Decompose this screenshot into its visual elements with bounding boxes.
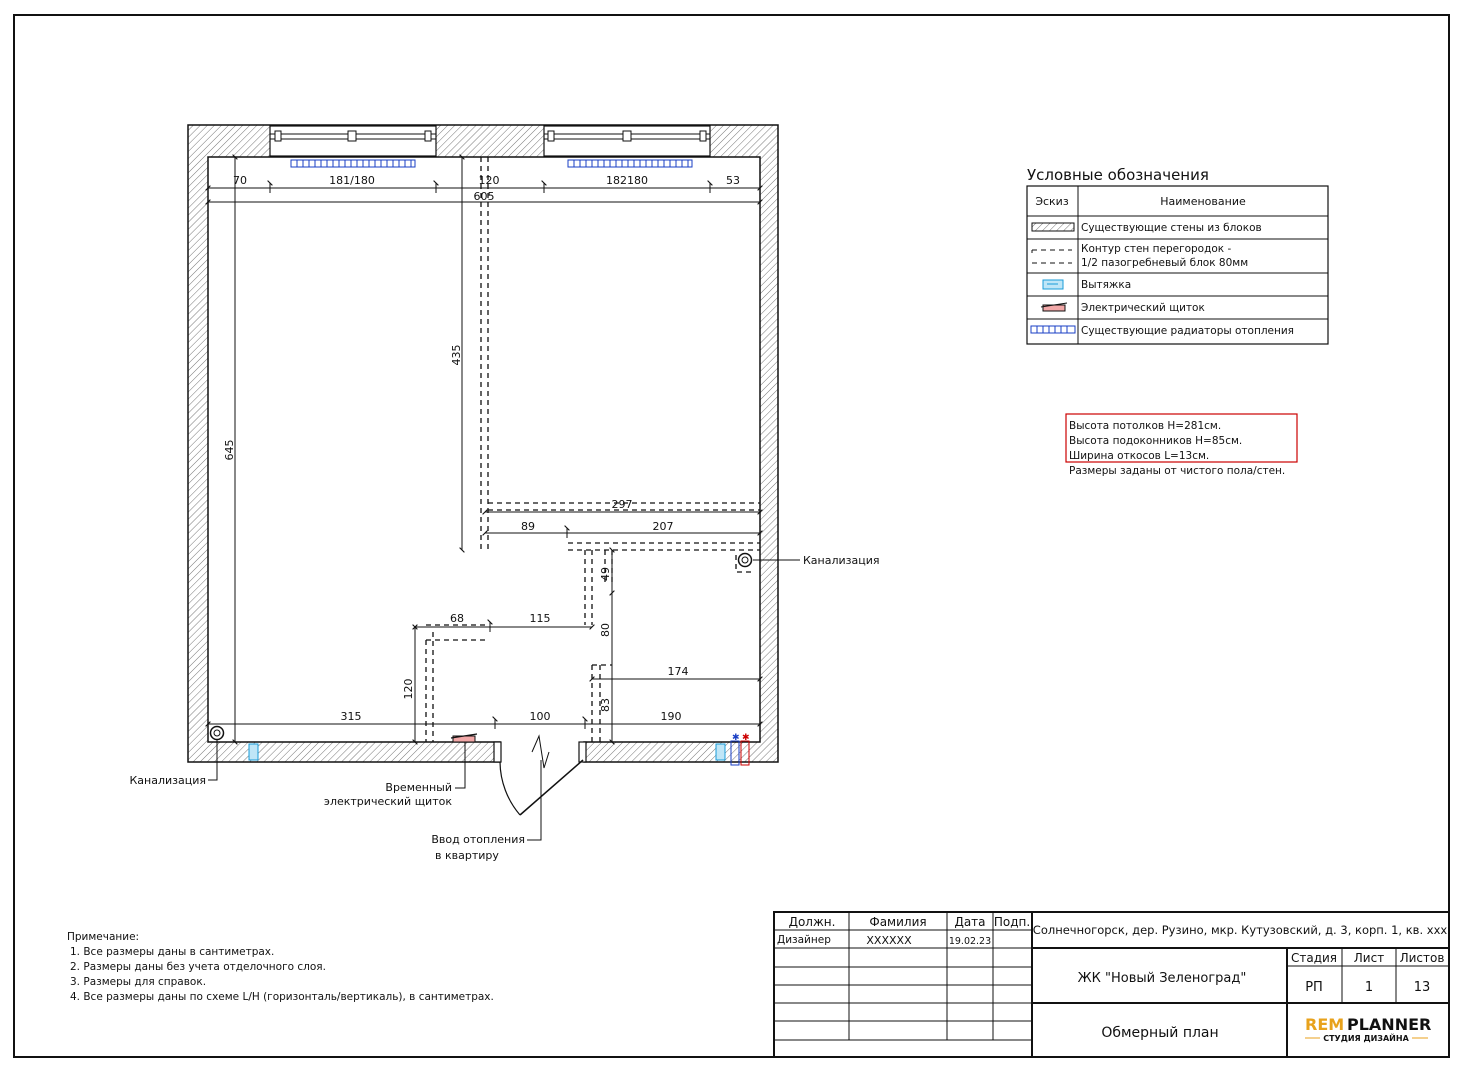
dim-120: 120 bbox=[479, 174, 500, 187]
legend: Условные обозначения Эскиз Наименование … bbox=[1026, 166, 1329, 345]
dim-89: 89 bbox=[521, 520, 535, 533]
stamp-doc-title: Обмерный план bbox=[1101, 1025, 1218, 1041]
stamp-date: 19.02.23 bbox=[949, 936, 991, 947]
dim-605: 605 bbox=[474, 190, 495, 203]
dim-435: 435 bbox=[450, 345, 463, 366]
note-sill: Высота подоконников Н=85см. bbox=[1069, 435, 1242, 447]
legend-row-radiators: Существующие радиаторы отопления bbox=[1081, 325, 1294, 337]
radiators bbox=[290, 159, 693, 168]
title-block-texts: Должн. Фамилия Дата Подп. Дизайнер XXXXX… bbox=[777, 915, 1447, 1041]
dim-80: 80 bbox=[599, 623, 612, 637]
stamp-h-position: Должн. bbox=[789, 915, 836, 929]
dimension-lines bbox=[205, 154, 763, 745]
dim-120-v: 120 bbox=[402, 679, 415, 700]
remplanner-logo: REM PLANNER СТУДИЯ ДИЗАЙНА bbox=[1305, 1015, 1431, 1043]
heights-note: Высота потолков Н=281см. Высота подоконн… bbox=[1065, 413, 1298, 477]
note-4: 4. Все размеры даны по схеме L/H (горизо… bbox=[70, 991, 494, 1003]
legend-col-sketch: Эскиз bbox=[1035, 195, 1069, 208]
note-ceiling: Высота потолков Н=281см. bbox=[1069, 420, 1221, 432]
dim-68: 68 bbox=[450, 612, 464, 625]
electrical-panel-icon bbox=[1040, 302, 1068, 312]
partitions bbox=[425, 157, 760, 742]
stamp-stage: РП bbox=[1305, 980, 1323, 995]
sewer-label-right: Канализация bbox=[803, 554, 880, 567]
logo-rem: REM bbox=[1305, 1015, 1344, 1034]
legend-title: Условные обозначения bbox=[1027, 166, 1209, 184]
dim-83: 83 bbox=[599, 698, 612, 712]
dim-190: 190 bbox=[661, 710, 682, 723]
entrance-door bbox=[493, 734, 587, 816]
hatched-wall-icon bbox=[1031, 222, 1075, 232]
dim-181-180: 181/180 bbox=[329, 174, 375, 187]
logo-sub: СТУДИЯ ДИЗАЙНА bbox=[1323, 1032, 1409, 1043]
exhaust-icon bbox=[1042, 279, 1064, 290]
sewer-label-left: Канализация bbox=[129, 774, 206, 787]
legend-row-exhaust: Вытяжка bbox=[1081, 279, 1131, 291]
dim-645: 645 bbox=[223, 440, 236, 461]
stamp-sheets: 13 bbox=[1414, 980, 1431, 995]
dim-315: 315 bbox=[341, 710, 362, 723]
legend-row-partitions-2: 1/2 пазогребневый блок 80мм bbox=[1081, 257, 1248, 269]
dim-207: 207 bbox=[653, 520, 674, 533]
panel-label-2: электрический щиток bbox=[324, 795, 452, 808]
stamp-h-date: Дата bbox=[954, 915, 985, 929]
exterior-walls bbox=[187, 124, 779, 763]
note-reveal: Ширина откосов L=13см. bbox=[1069, 450, 1209, 462]
radiator-icon bbox=[1030, 325, 1076, 334]
heating-risers: ✱ ✱ bbox=[730, 733, 750, 766]
stamp-h-surname: Фамилия bbox=[869, 915, 926, 929]
note-1: 1. Все размеры даны в сантиметрах. bbox=[70, 946, 274, 958]
dim-174: 174 bbox=[668, 665, 689, 678]
stamp-h-stage: Стадия bbox=[1291, 951, 1337, 965]
dim-115: 115 bbox=[530, 612, 551, 625]
svg-text:✱: ✱ bbox=[732, 733, 740, 743]
sewer-points bbox=[209, 552, 753, 741]
legend-row-panel: Электрический щиток bbox=[1081, 302, 1205, 314]
general-notes: Примечание: 1. Все размеры даны в сантим… bbox=[67, 931, 494, 1003]
dim-70: 70 bbox=[233, 174, 247, 187]
note-origin: Размеры заданы от чистого пола/стен. bbox=[1069, 465, 1285, 477]
dim-182180: 182180 bbox=[606, 174, 648, 187]
sheet-frame bbox=[13, 14, 1450, 1058]
dim-297: 297 bbox=[612, 498, 633, 511]
legend-col-name: Наименование bbox=[1160, 195, 1246, 208]
electrical-panel-icon bbox=[450, 733, 478, 743]
stamp-h-sheets: Листов bbox=[1400, 951, 1445, 965]
title-block bbox=[773, 911, 1450, 1058]
dim-53: 53 bbox=[726, 174, 740, 187]
stamp-position: Дизайнер bbox=[777, 934, 831, 946]
legend-row-walls: Существующие стены из блоков bbox=[1081, 222, 1262, 234]
stamp-h-sign: Подп. bbox=[994, 915, 1030, 929]
stamp-sheet: 1 bbox=[1365, 980, 1373, 995]
dim-100: 100 bbox=[530, 710, 551, 723]
svg-text:✱: ✱ bbox=[742, 733, 750, 743]
legend-row-partitions-1: Контур стен перегородок - bbox=[1081, 243, 1231, 255]
note-3: 3. Размеры для справок. bbox=[70, 976, 206, 988]
logo-planner: PLANNER bbox=[1347, 1015, 1431, 1034]
stamp-complex: ЖК "Новый Зеленоград" bbox=[1078, 971, 1247, 986]
exhaust-icon bbox=[248, 743, 726, 761]
notes-title: Примечание: bbox=[67, 931, 139, 943]
dim-49: 49 bbox=[599, 567, 612, 581]
plan-labels: Канализация Канализация Временный электр… bbox=[129, 554, 879, 862]
heating-label-1: Ввод отопления bbox=[431, 833, 525, 846]
stamp-h-sheet: Лист bbox=[1354, 951, 1384, 965]
note-2: 2. Размеры даны без учета отделочного сл… bbox=[70, 961, 326, 973]
stamp-surname: XXXXXX bbox=[866, 934, 912, 947]
heating-label-2: в квартиру bbox=[435, 849, 499, 862]
dashed-partition-icon bbox=[1031, 249, 1072, 264]
stamp-address: Солнечногорск, дер. Рузино, мкр. Кутузов… bbox=[1033, 923, 1448, 937]
leaders bbox=[208, 559, 800, 841]
panel-label-1: Временный bbox=[385, 781, 452, 794]
dimension-texts: 70 181/180 120 182180 53 605 645 435 297… bbox=[223, 174, 740, 723]
